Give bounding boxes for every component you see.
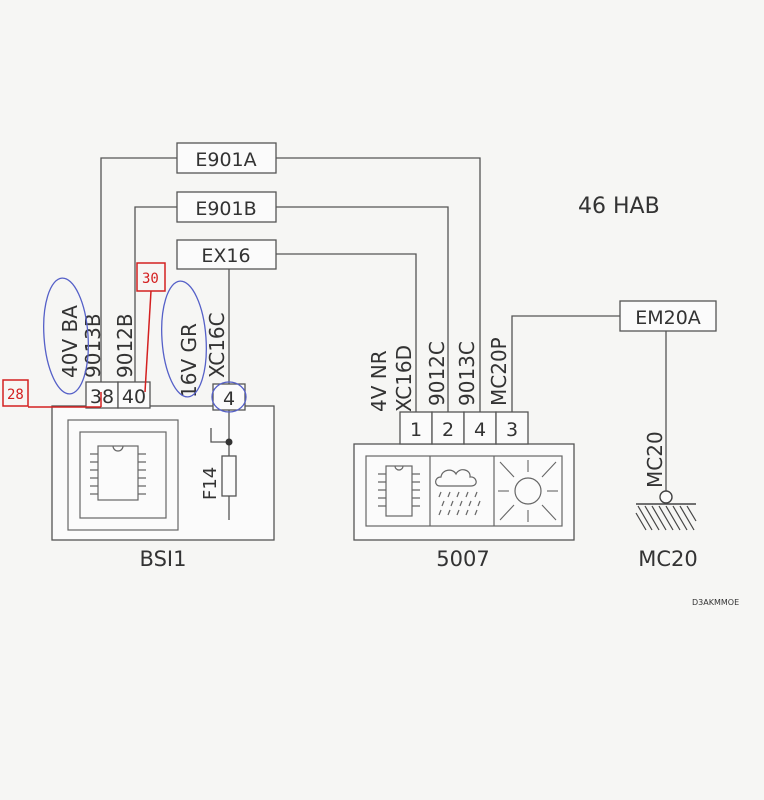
wire-e901a-right xyxy=(276,157,481,412)
connector-em20a-label: EM20A xyxy=(635,307,701,329)
connector-ex16-label: EX16 xyxy=(201,245,250,267)
wire-label-9013b: 9013B xyxy=(81,313,105,378)
connector-ex16: EX16 xyxy=(176,239,277,270)
wire-label-9012b: 9012B xyxy=(113,313,137,378)
annotation-circle-left xyxy=(43,277,89,395)
module-symbol-frame xyxy=(365,455,563,527)
module-ic-chip-icon xyxy=(378,465,420,517)
component-bsi: 38 40 4 F14 BSI1 xyxy=(51,381,275,571)
bsi-outer-frame xyxy=(67,419,179,531)
wire-label-9012c: 9012C xyxy=(425,341,449,406)
connector-e901b-label: E901B xyxy=(195,198,256,220)
pin-box-4 xyxy=(212,383,246,411)
annotation-red-30: 30 xyxy=(136,262,166,393)
rain-sensor-icon xyxy=(435,469,481,516)
annotation-circle-pin4 xyxy=(211,381,247,413)
annotation-red-28: 28 xyxy=(2,379,102,408)
fuse-f14-icon xyxy=(221,455,237,497)
pin-1-label: 1 xyxy=(410,419,422,441)
diagram-reference: D3AKMMOE xyxy=(692,598,739,607)
pin-box-4b xyxy=(463,411,497,445)
wire-spec-bsi-left: 40V BA xyxy=(58,305,82,378)
connector-em20a: EM20A xyxy=(619,300,717,332)
wire-e901a-left xyxy=(100,157,177,382)
ground-symbol-icon xyxy=(635,490,697,531)
wire-e901b-left xyxy=(134,206,177,382)
component-module: 1 2 4 3 xyxy=(353,411,575,571)
wire-label-9013c: 9013C xyxy=(455,341,479,406)
wire-e901b-right xyxy=(276,206,449,412)
pin-4b-label: 4 xyxy=(474,419,486,441)
annotation-red-30-label: 30 xyxy=(142,271,159,287)
fuse-label: F14 xyxy=(200,467,221,500)
annotation-circle-right xyxy=(161,280,207,398)
junction-dot xyxy=(225,438,233,446)
connector-e901a: E901A xyxy=(176,142,277,174)
wire-ex16-right xyxy=(276,253,417,412)
diagram-title: 46 HAB xyxy=(578,194,660,219)
pin-4-label: 4 xyxy=(223,388,235,410)
light-sensor-icon xyxy=(498,460,558,522)
wire-label-xc16c: XC16C xyxy=(205,312,229,378)
wire-spec-bsi-right: 16V GR xyxy=(177,323,201,398)
component-ground-label: MC20 xyxy=(638,547,698,571)
connector-e901a-label: E901A xyxy=(195,149,256,171)
pin-3-label: 3 xyxy=(506,419,518,441)
bsi-inner-frame xyxy=(79,431,167,519)
component-bsi-label: BSI1 xyxy=(140,547,187,571)
wire-spec-module: 4V NR xyxy=(367,350,391,412)
pin-box-3 xyxy=(495,411,529,445)
pin-2-label: 2 xyxy=(442,419,454,441)
annotation-red-28-label: 28 xyxy=(7,387,24,403)
connector-e901b: E901B xyxy=(176,191,277,223)
wire-em20a-left xyxy=(511,315,620,412)
pin-38-label: 38 xyxy=(90,386,114,408)
wire-label-xc16d: XC16D xyxy=(392,345,416,412)
bsi-ic-chip-icon xyxy=(90,445,146,501)
wire-lines xyxy=(100,157,667,492)
pin-box-40 xyxy=(117,381,151,409)
bsi-internal-wire xyxy=(210,428,229,443)
wire-label-mc20: MC20 xyxy=(643,431,667,488)
wire-label-mc20p: MC20P xyxy=(487,337,511,406)
pin-40-label: 40 xyxy=(122,386,146,408)
pin-box-2 xyxy=(431,411,465,445)
component-module-label: 5007 xyxy=(436,547,489,571)
